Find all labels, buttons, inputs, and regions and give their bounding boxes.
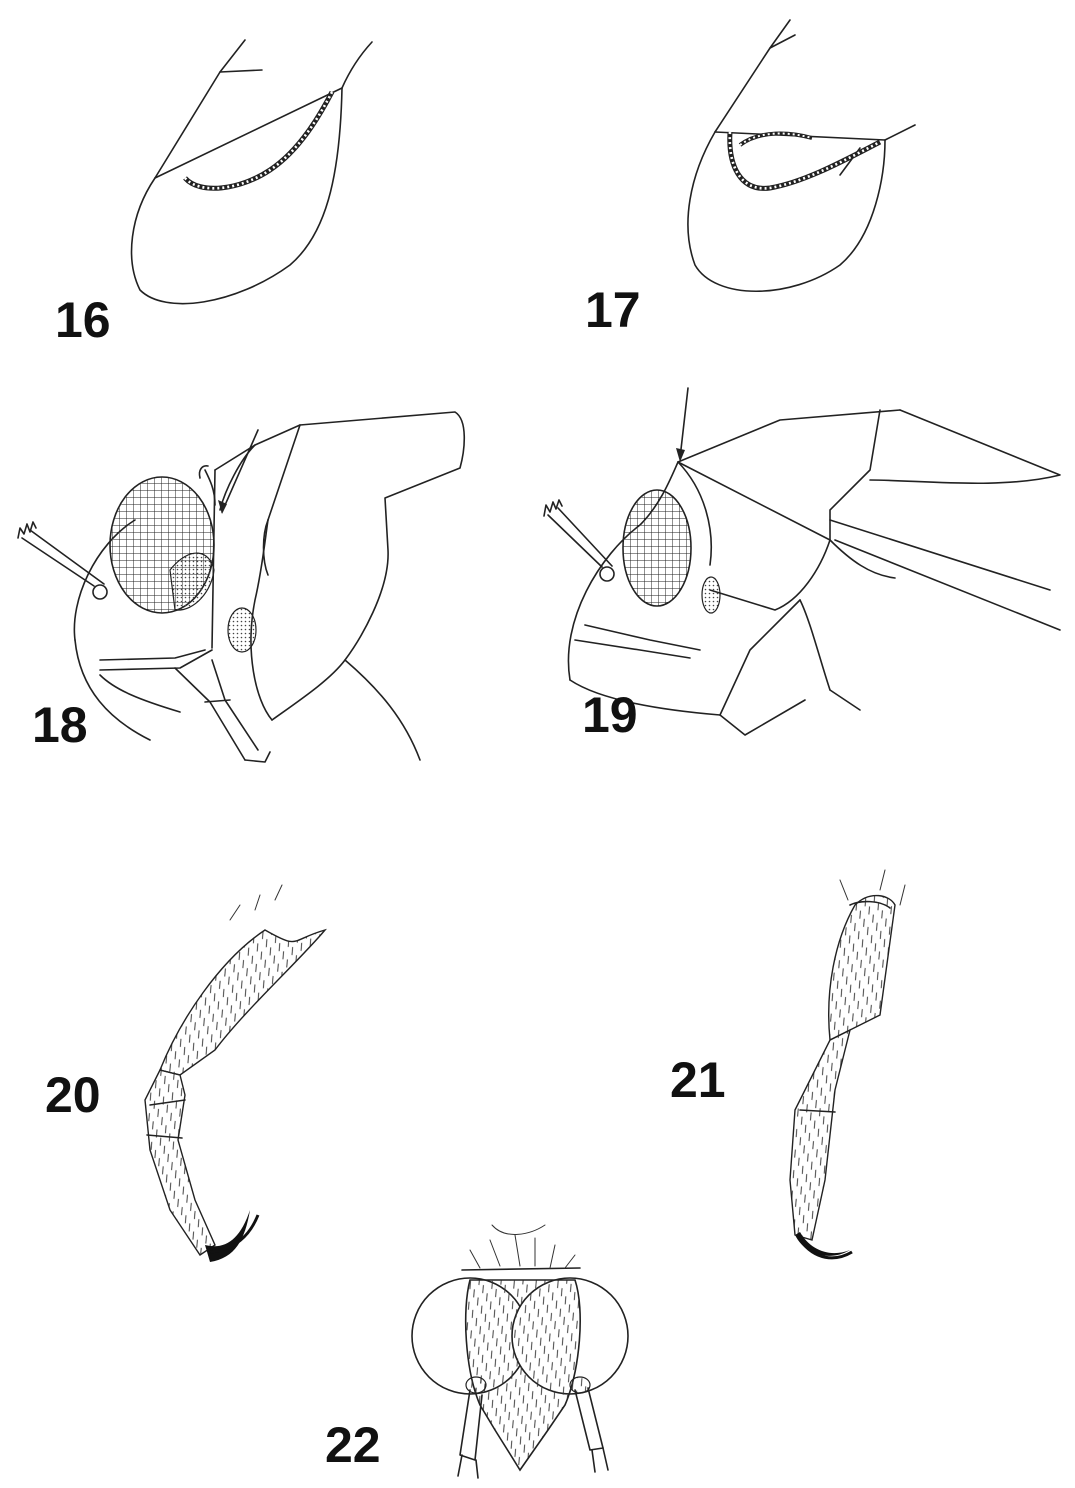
figure-label-20: 20 (45, 1070, 101, 1120)
fig22-drawing (412, 1225, 628, 1478)
fig19-drawing (544, 388, 1060, 735)
figure-label-19: 19 (582, 690, 638, 740)
fig21-drawing (790, 870, 905, 1258)
figure-label-17: 17 (585, 285, 641, 335)
fig16-drawing (132, 40, 372, 304)
fig17-drawing (688, 20, 915, 291)
figure-label-22: 22 (325, 1420, 381, 1470)
fig20-drawing (145, 885, 325, 1262)
figure-label-16: 16 (55, 295, 111, 345)
figure-label-18: 18 (32, 700, 88, 750)
figure-label-21: 21 (670, 1055, 726, 1105)
